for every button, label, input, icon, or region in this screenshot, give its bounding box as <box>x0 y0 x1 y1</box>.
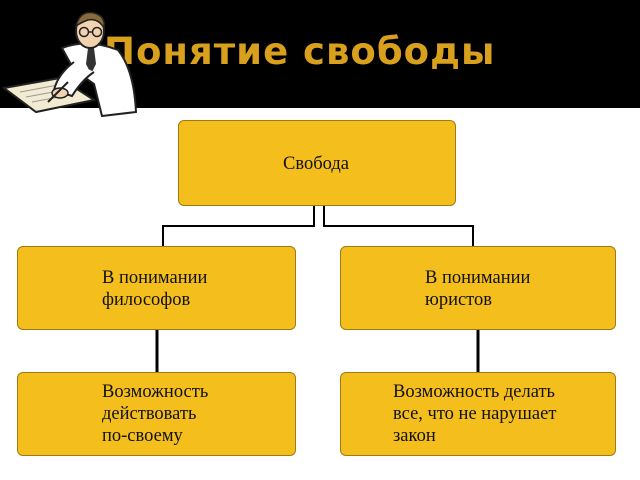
root-node-freedom: Свобода <box>178 120 456 206</box>
branch-node-lawyers-label: В понимании юристов <box>425 268 531 310</box>
leaf-node-act-own-way-label: Возможность действовать по-своему <box>102 382 209 446</box>
connector-left <box>162 206 315 246</box>
root-node-label: Свобода <box>283 154 349 174</box>
leaf-node-act-own-way: Возможность действовать по-своему <box>17 372 296 456</box>
branch-node-philosophers: В понимании философов <box>17 246 296 330</box>
branch-node-lawyers: В понимании юристов <box>340 246 616 330</box>
leaf-node-within-law-label: Возможность делать все, что не нарушает … <box>393 382 557 446</box>
leaf-node-within-law: Возможность делать все, что не нарушает … <box>340 372 616 456</box>
branch-node-philosophers-label: В понимании философов <box>102 268 208 310</box>
connector-right <box>323 206 474 246</box>
scholar-writing-icon <box>2 11 138 118</box>
slide-title: Понятие свободы <box>104 30 496 73</box>
